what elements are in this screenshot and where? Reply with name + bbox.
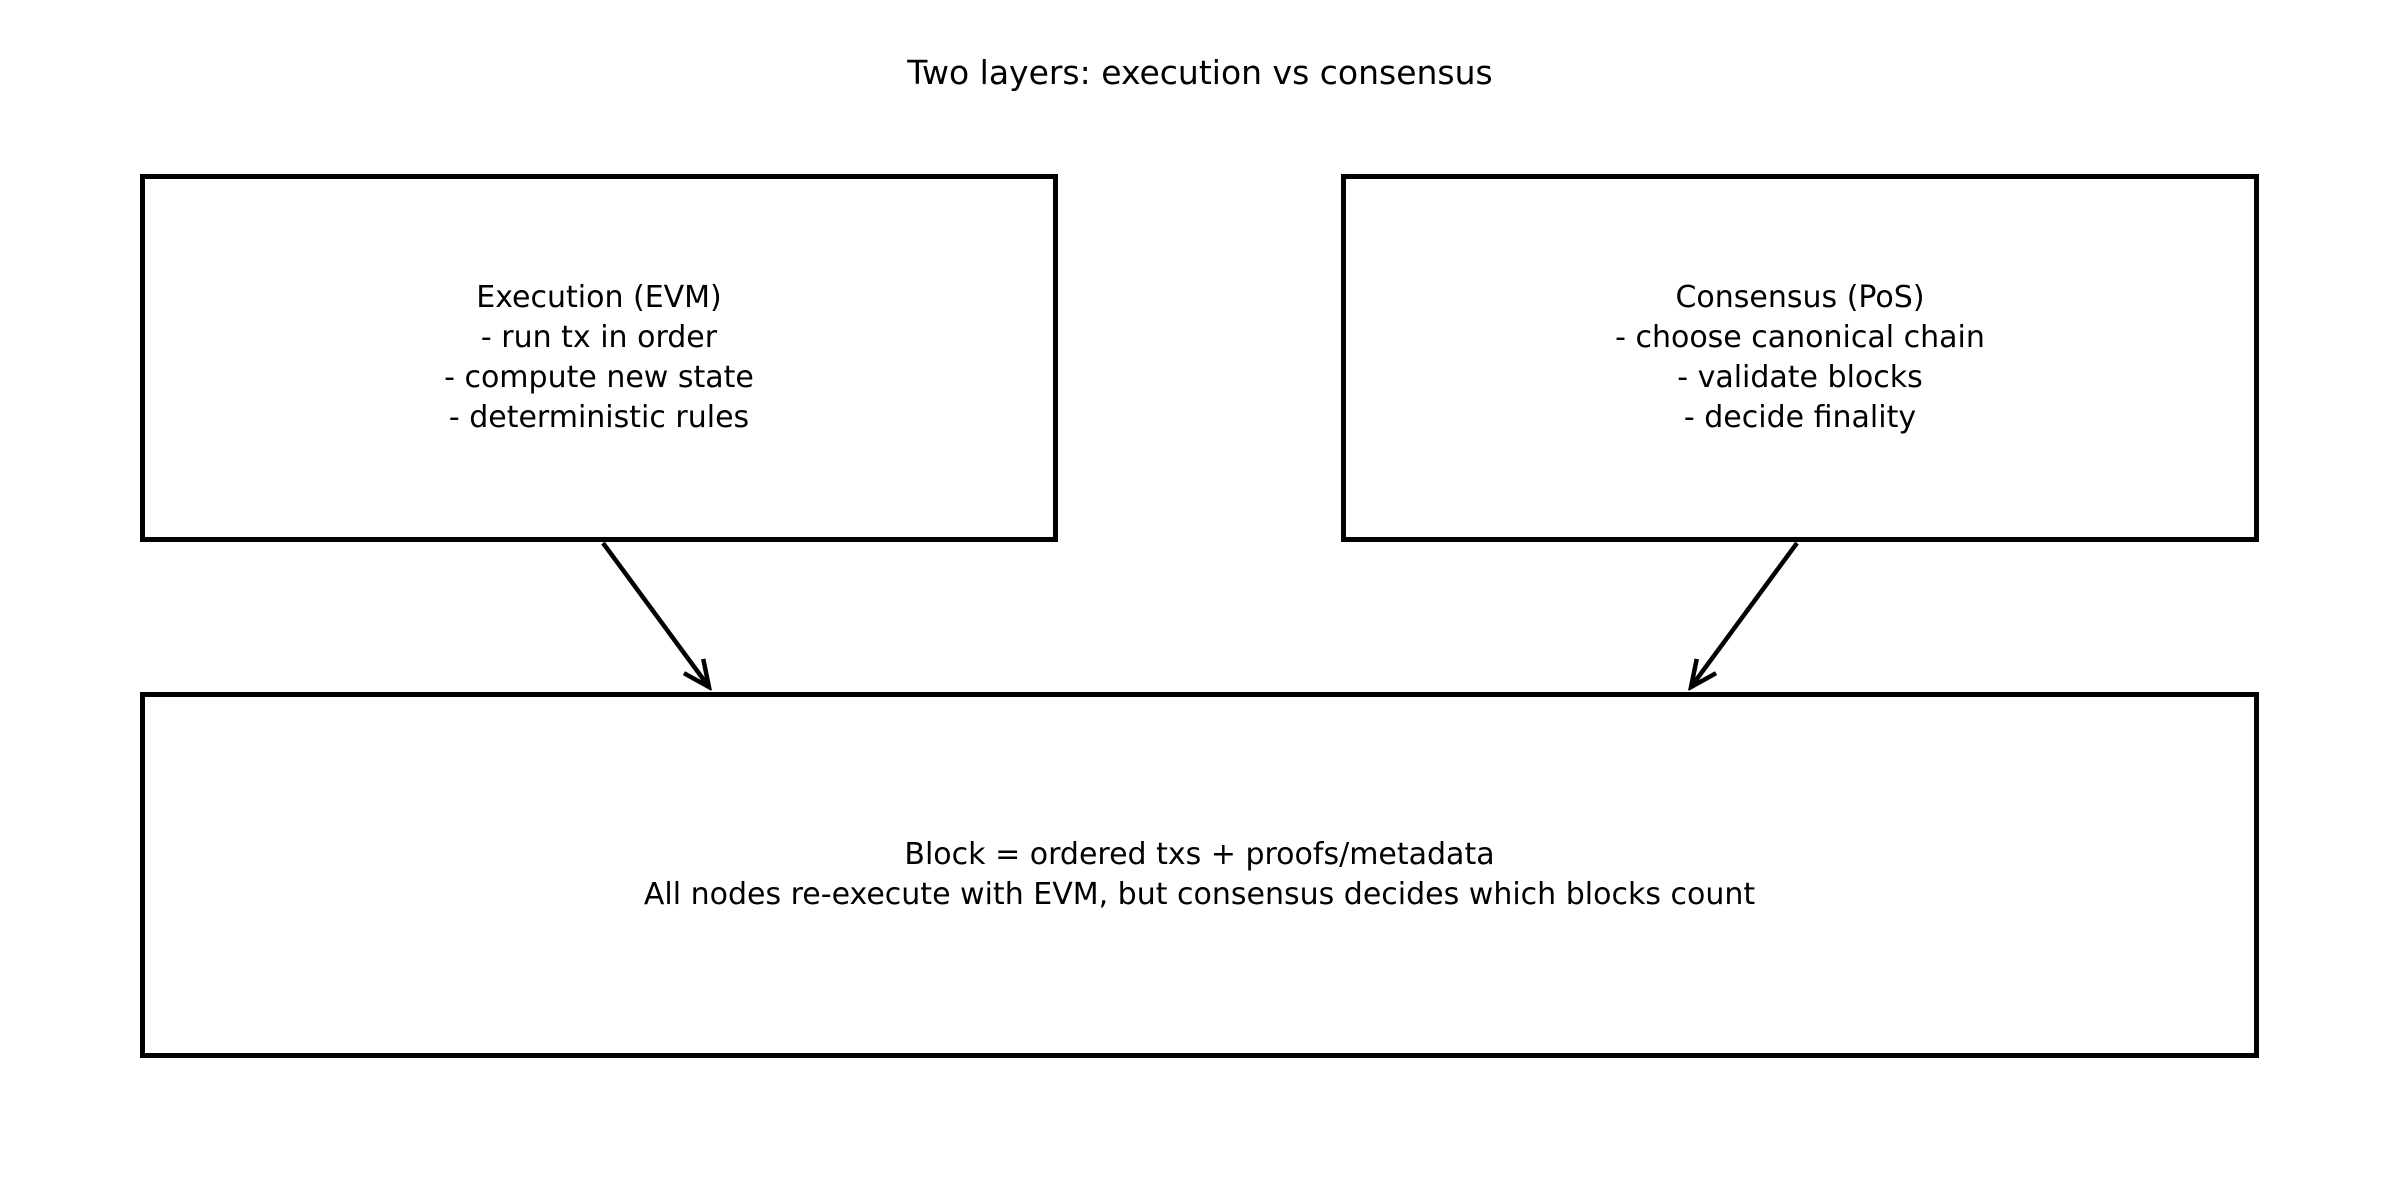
node-consensus-heading: Consensus (PoS) bbox=[1675, 280, 1925, 315]
node-execution-bullet-1: - run tx in order bbox=[480, 320, 718, 355]
node-consensus-bullet-1: - choose canonical chain bbox=[1615, 320, 1985, 355]
arrow-execution-to-block-icon bbox=[601, 541, 709, 687]
node-block-line-1: Block = ordered txs + proofs/metadata bbox=[904, 837, 1495, 872]
arrow-consensus-to-block-icon bbox=[1691, 541, 1799, 687]
node-execution-bullet-3: - deterministic rules bbox=[448, 400, 750, 435]
node-consensus: Consensus (PoS) - choose canonical chain… bbox=[1341, 174, 2259, 542]
node-block-line-2: All nodes re-execute with EVM, but conse… bbox=[643, 877, 1756, 912]
node-execution: Execution (EVM) - run tx in order - comp… bbox=[140, 174, 1058, 542]
node-block: Block = ordered txs + proofs/metadata Al… bbox=[140, 692, 2259, 1058]
node-execution-bullet-2: - compute new state bbox=[444, 360, 754, 395]
diagram-title: Two layers: execution vs consensus bbox=[907, 53, 1493, 92]
node-consensus-bullet-2: - validate blocks bbox=[1677, 360, 1923, 395]
node-consensus-bullet-3: - decide finality bbox=[1683, 400, 1917, 435]
node-execution-heading: Execution (EVM) bbox=[476, 280, 722, 315]
